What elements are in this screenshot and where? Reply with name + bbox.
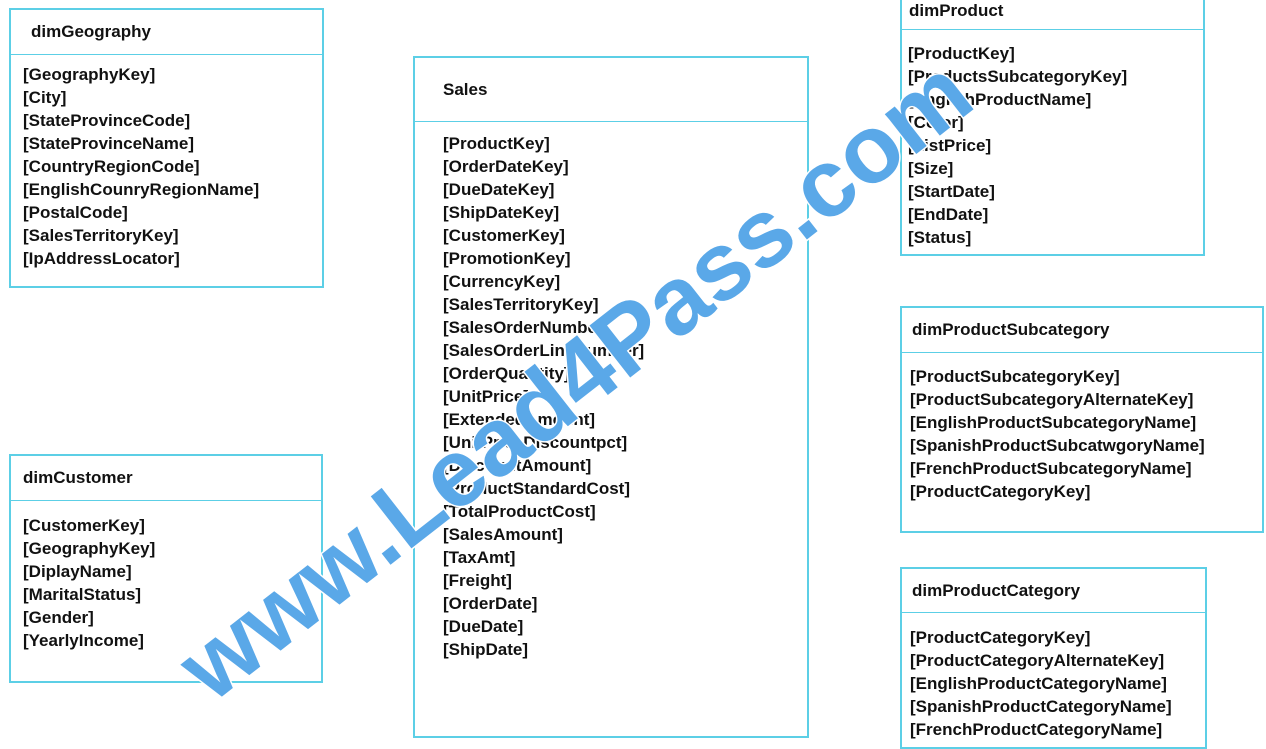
field-item: [CurrencyKey] — [443, 272, 561, 291]
field-item: [UnitPrice] — [443, 387, 529, 406]
field-item: [Color] — [908, 113, 964, 132]
field-item: [City] — [23, 88, 67, 107]
field-item: [MaritalStatus] — [23, 585, 142, 604]
field-item: [OrderQuantity] — [443, 364, 570, 383]
field-list: [ProductCategoryKey] [ProductCategoryAlte… — [902, 613, 1205, 741]
field-item: [OrderDateKey] — [443, 157, 569, 176]
table-title: dimGeography — [11, 10, 322, 55]
field-item: [SalesTerritoryKey] — [23, 226, 179, 245]
field-item: [Gender] — [23, 608, 94, 627]
field-item: [EnglishProductCategoryName] — [910, 674, 1167, 693]
field-item: [DiscountAmount] — [443, 456, 592, 475]
table-dimcustomer: dimCustomer [CustomerKey][GeographyKey][… — [9, 454, 323, 683]
table-dimproductsubcategory: dimProductSubcategory [ProductSubcategor… — [900, 306, 1264, 533]
table-dimgeography: dimGeography [GeographyKey] [City] [StateP… — [9, 8, 324, 288]
field-item: [ProductKey] — [443, 134, 550, 153]
field-item: [Freight] — [443, 571, 512, 590]
field-item: [TotalProductCost] — [443, 502, 596, 521]
table-dimproduct: dimProduct [ProductKey] [ProductsSubcateg… — [900, 0, 1205, 256]
field-item: [SalesOrderNumber] — [443, 318, 610, 337]
field-item: [ShipDate] — [443, 640, 528, 659]
field-item: [ListPrice] — [908, 136, 992, 155]
field-item: [GeographyKey] — [23, 539, 156, 558]
field-item: [GeographyKey] — [23, 65, 156, 84]
field-item: [ProductStandardCost] — [443, 479, 630, 498]
field-item: [ExtendedAmount] — [443, 410, 596, 429]
field-item: [FrenchProductCategoryName] — [910, 720, 1163, 739]
table-title: dimProduct — [902, 0, 1203, 30]
field-item: [YearlyIncome] — [23, 631, 144, 650]
field-item: [DiplayName] — [23, 562, 132, 581]
field-item: [SalesAmount] — [443, 525, 563, 544]
table-dimproductcategory: dimProductCategory [ProductCategoryKey][… — [900, 567, 1207, 749]
table-title: Sales — [415, 58, 807, 122]
table-title: dimProductCategory — [902, 569, 1205, 613]
field-item: [Status] — [908, 228, 972, 247]
table-sales: Sales [ProductKey] [OrderDateKey] [DueDate… — [413, 56, 809, 738]
table-title: dimProductSubcategory — [902, 308, 1262, 353]
field-list: [GeographyKey] [City] [StateProvinceCode] [… — [11, 55, 322, 270]
field-item: [ShipDateKey] — [443, 203, 560, 222]
field-item: [ProductSubcategoryKey] — [910, 367, 1120, 386]
field-item: [OrderDate] — [443, 594, 538, 613]
field-item: [StartDate] — [908, 182, 995, 201]
field-item: [ProductsSubcategoryKey] — [908, 67, 1128, 86]
field-item: [ProductSubcategoryAlternateKey] — [910, 390, 1194, 409]
field-list: [CustomerKey] [GeographyKey] [DiplayName] [… — [11, 501, 321, 652]
field-item: [FrenchProductSubcategoryName] — [910, 459, 1192, 478]
field-item: [ProductCategoryAlternateKey] — [910, 651, 1165, 670]
field-item: [ProductKey] — [908, 44, 1015, 63]
field-item: [DueDateKey] — [443, 180, 555, 199]
field-item: [CountryRegionCode] — [23, 157, 200, 176]
field-item: [ProductCategoryKey] — [910, 628, 1091, 647]
field-item: [PromotionKey] — [443, 249, 571, 268]
field-list: [ProductSubcategoryKey] [ProductSubcatego… — [902, 353, 1262, 503]
field-item: [ProductCategoryKey] — [910, 482, 1091, 501]
field-item: [StateProvinceCode] — [23, 111, 191, 130]
field-item: [DueDate] — [443, 617, 524, 636]
field-item: [TaxAmt] — [443, 548, 516, 567]
field-item: [SpanishProductSubcatwgoryName] — [910, 436, 1205, 455]
field-item: [CustomerKey] — [23, 516, 145, 535]
field-list: [ProductKey] [ProductsSubcategoryKey] [Eng… — [902, 30, 1203, 249]
field-item: [EnglishCounryRegionName] — [23, 180, 260, 199]
field-item: [EnglishProductSubcategoryName] — [910, 413, 1197, 432]
field-item: [PostalCode] — [23, 203, 128, 222]
field-item: [EnglishProductName] — [908, 90, 1092, 109]
field-item: [EndDate] — [908, 205, 989, 224]
field-item: [SalesTerritoryKey] — [443, 295, 599, 314]
field-item: [SpanishProductCategoryName] — [910, 697, 1172, 716]
field-item: [StateProvinceName] — [23, 134, 195, 153]
field-item: [SalesOrderLineNumber] — [443, 341, 645, 360]
table-title: dimCustomer — [11, 456, 321, 501]
field-item: [IpAddressLocator] — [23, 249, 180, 268]
field-item: [UnitPriceDiscountpct] — [443, 433, 628, 452]
field-list: [ProductKey] [OrderDateKey] [DueDateKey] [S… — [415, 122, 807, 661]
field-item: [CustomerKey] — [443, 226, 565, 245]
field-item: [Size] — [908, 159, 954, 178]
